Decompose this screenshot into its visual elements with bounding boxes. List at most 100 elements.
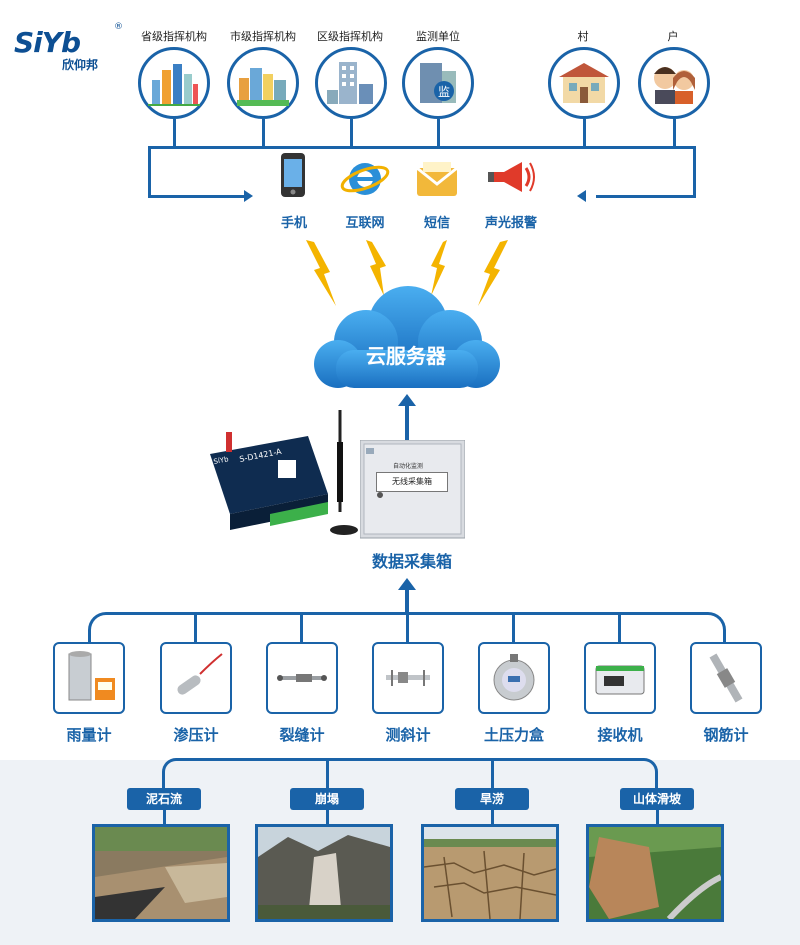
hazard-bus-line xyxy=(162,758,658,788)
connector-monitoring xyxy=(437,119,440,147)
hazard-photo-collapse xyxy=(255,824,393,922)
box-panel-title: 自动化监测 xyxy=(393,462,423,470)
channel-sms xyxy=(415,160,459,202)
top-node-label-district: 区级指挥机构 xyxy=(317,30,383,43)
hazard-connector xyxy=(163,810,166,824)
bus-right-foot xyxy=(596,195,696,198)
channel-siren xyxy=(486,158,536,202)
top-node-label-household: 户 xyxy=(667,30,679,43)
collector-label: 数据采集箱 xyxy=(371,552,452,571)
hazard-connector xyxy=(656,810,659,824)
uplink-arrow-shaft xyxy=(405,404,409,440)
sensor-inclinometer xyxy=(372,642,444,714)
top-node-city xyxy=(227,47,299,119)
connector-village xyxy=(583,119,586,147)
device-brand-label: SiYb xyxy=(213,455,230,466)
registered-mark: ® xyxy=(114,22,123,32)
sensor-uplink-shaft xyxy=(405,588,409,614)
arrow-right-icon xyxy=(244,190,253,202)
village-house-icon xyxy=(559,63,609,103)
household-family-icon xyxy=(654,67,695,104)
sensor-label-rain-gauge: 雨量计 xyxy=(66,726,112,744)
channel-label-siren: 声光报警 xyxy=(484,216,537,231)
hazard-tag-drought-flood: 旱涝 xyxy=(455,788,529,810)
sensor-drop xyxy=(406,612,409,642)
channel-internet xyxy=(340,157,390,205)
sensor-drop xyxy=(300,612,303,642)
sms-envelope-icon xyxy=(416,162,458,196)
hazard-photo-debris-flow xyxy=(92,824,230,922)
connector-province xyxy=(173,119,176,147)
top-node-province xyxy=(138,47,210,119)
hazard-drop xyxy=(326,758,329,788)
box-panel-caption: 无线采集箱 xyxy=(376,472,448,492)
arrow-up-icon xyxy=(398,394,416,406)
sensor-label-piezometer: 渗压计 xyxy=(173,726,219,744)
sensor-label-receiver: 接收机 xyxy=(597,726,643,744)
top-node-label-city: 市级指挥机构 xyxy=(230,30,296,43)
district-building-icon xyxy=(327,62,373,104)
top-node-label-village: 村 xyxy=(577,30,589,43)
dtu-device: S-D1421-A SiYb xyxy=(210,410,358,535)
monitoring-unit-icon: 监 xyxy=(420,63,456,103)
debris-flow-photo xyxy=(95,827,227,919)
bus-right-drop xyxy=(693,146,696,198)
sensor-label-earth-pressure: 土压力盒 xyxy=(483,726,544,744)
top-node-label-province: 省级指挥机构 xyxy=(141,30,207,43)
channel-label-mobile: 手机 xyxy=(280,216,307,231)
arrow-left-icon xyxy=(577,190,586,202)
channel-mobile xyxy=(280,152,306,202)
hazard-connector xyxy=(326,810,329,824)
rebar-meter-icon xyxy=(709,653,743,703)
channel-label-sms: 短信 xyxy=(423,216,450,231)
cloud-server xyxy=(314,286,500,388)
sensor-crack-meter xyxy=(266,642,338,714)
sensor-drop xyxy=(194,612,197,642)
top-node-label-monitoring: 监测单位 xyxy=(416,30,460,43)
bus-left-drop xyxy=(148,146,151,198)
monitoring-badge: 监 xyxy=(438,85,450,99)
hazard-tag-collapse: 崩塌 xyxy=(290,788,364,810)
lightning-bolt-icon xyxy=(366,240,386,296)
sensor-rebar-meter xyxy=(690,642,762,714)
brand-mark: SiYb xyxy=(14,26,81,59)
sensor-receiver xyxy=(584,642,656,714)
arrow-up-icon xyxy=(398,578,416,590)
bus-left-foot xyxy=(148,195,248,198)
sensor-label-rebar-meter: 钢筋计 xyxy=(703,726,749,744)
hazard-tag-landslide: 山体滑坡 xyxy=(620,788,694,810)
lightning-bolt-icon xyxy=(431,240,447,296)
connector-household xyxy=(673,119,676,147)
cloud-server-label: 云服务器 xyxy=(366,344,446,368)
city-building-icon xyxy=(237,68,289,106)
province-building-icon xyxy=(148,64,200,106)
piezometer-icon xyxy=(177,653,223,695)
connector-district xyxy=(350,119,353,147)
brand-name: 欣仰邦 xyxy=(62,58,99,72)
rain-gauge-icon xyxy=(68,651,115,701)
lightning-bolt-icon xyxy=(478,240,508,306)
hazard-tag-debris-flow: 泥石流 xyxy=(127,788,201,810)
brand-logo: SiYb 欣仰邦 ® xyxy=(14,22,124,72)
gnss-receiver-icon xyxy=(595,665,645,695)
sensor-rain-gauge xyxy=(53,642,125,714)
top-node-monitoring: 监 xyxy=(402,47,474,119)
sensor-label-crack-meter: 裂缝计 xyxy=(279,726,325,744)
top-node-household xyxy=(638,47,710,119)
landslide-photo xyxy=(589,827,723,922)
top-node-village xyxy=(548,47,620,119)
sensor-label-inclinometer: 测斜计 xyxy=(385,726,431,744)
top-bus-line xyxy=(148,146,696,149)
top-node-district xyxy=(315,47,387,119)
hazard-photo-landslide xyxy=(586,824,724,922)
collapse-photo xyxy=(258,827,390,919)
lightning-bolt-icon xyxy=(306,240,336,306)
internet-explorer-icon xyxy=(340,163,390,195)
inclinometer-icon xyxy=(386,670,430,686)
siren-speaker-icon xyxy=(488,162,535,192)
mobile-phone-icon xyxy=(281,153,305,197)
connector-city xyxy=(262,119,265,147)
sensor-earth-pressure xyxy=(478,642,550,714)
drought-flood-photo xyxy=(423,827,557,920)
sensor-piezometer xyxy=(160,642,232,714)
